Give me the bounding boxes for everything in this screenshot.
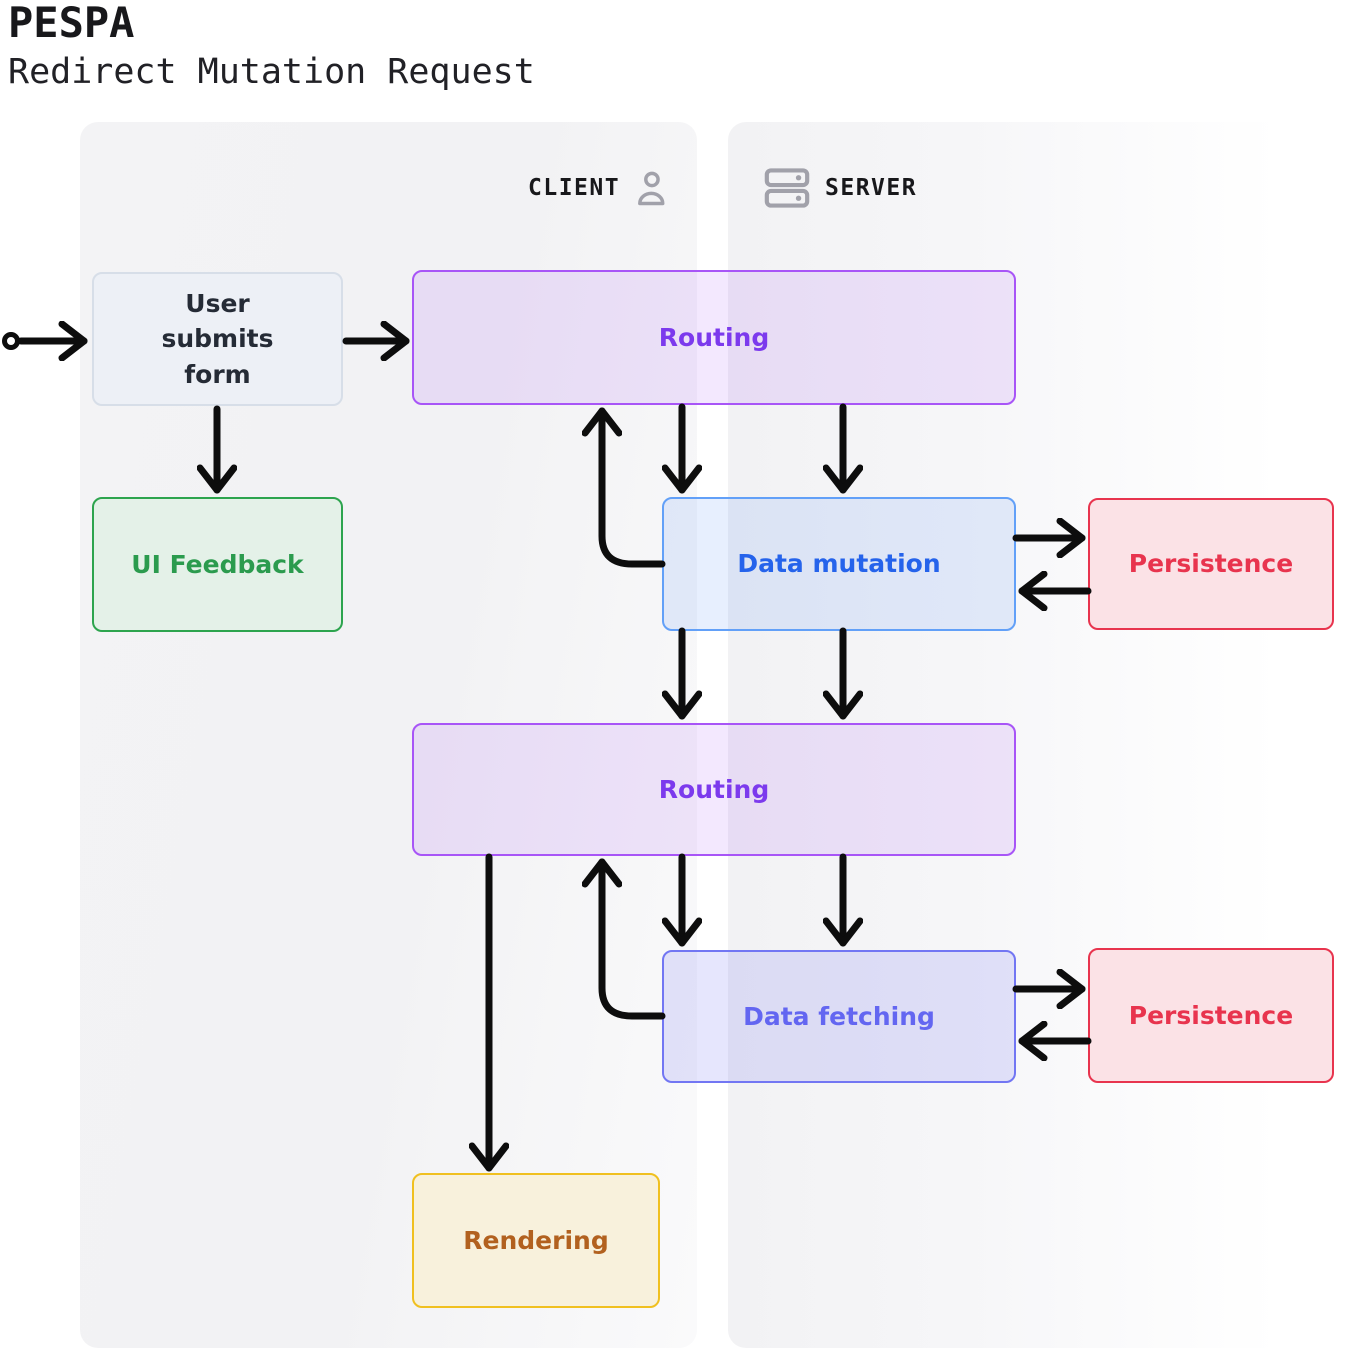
server-panel <box>728 122 1308 1348</box>
node-persistence-2: Persistence <box>1088 948 1334 1083</box>
node-routing-1: Routing <box>412 270 1016 405</box>
node-user-submits-form: User submits form <box>92 272 343 406</box>
server-lane-header: SERVER <box>764 167 917 209</box>
client-lane-label: CLIENT <box>528 175 621 201</box>
page-subtitle: Redirect Mutation Request <box>8 52 535 92</box>
node-routing-2: Routing <box>412 723 1016 856</box>
start-node <box>2 332 20 350</box>
page-title: PESPA <box>8 0 135 47</box>
user-icon <box>638 171 665 206</box>
node-ui-feedback: UI Feedback <box>92 497 343 632</box>
server-icon <box>764 168 810 208</box>
server-lane-label: SERVER <box>825 175 918 201</box>
node-persistence-1: Persistence <box>1088 498 1334 630</box>
node-data-mutation: Data mutation <box>662 497 1016 631</box>
client-lane-header: CLIENT <box>528 167 667 209</box>
node-data-fetching: Data fetching <box>662 950 1016 1083</box>
node-rendering: Rendering <box>412 1173 660 1308</box>
